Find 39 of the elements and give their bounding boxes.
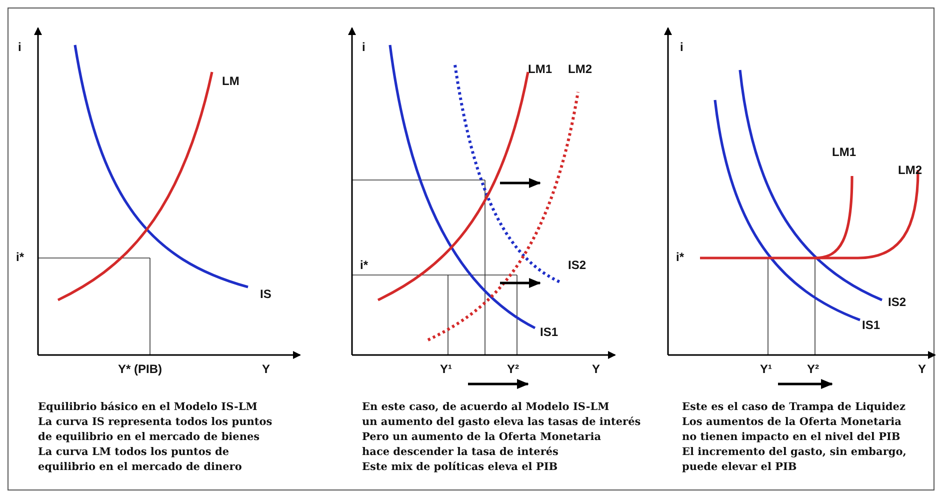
curve-label: IS2 bbox=[888, 295, 906, 309]
curve-label: LM bbox=[222, 74, 240, 88]
curve-label: IS1 bbox=[862, 318, 880, 332]
caption-line: La curva IS representa todos los puntos bbox=[38, 415, 272, 429]
axis-label: Y bbox=[592, 362, 600, 376]
caption-line: En este caso, de acuerdo al Modelo IS-LM bbox=[362, 400, 610, 414]
axis-label: Y bbox=[262, 362, 270, 376]
axis-label: Y¹ bbox=[440, 362, 452, 376]
curve-label: LM1 bbox=[528, 62, 552, 76]
curve-label: IS2 bbox=[568, 258, 586, 272]
curve-label: LM1 bbox=[832, 145, 856, 159]
caption-line: no tienen impacto en el nivel del PIB bbox=[682, 430, 900, 444]
caption-line: Este es el caso de Trampa de Liquidez bbox=[682, 400, 906, 414]
curve-label: IS1 bbox=[540, 325, 558, 339]
axis-label: Y¹ bbox=[760, 362, 772, 376]
caption-line: un aumento del gasto eleva las tasas de interés bbox=[362, 415, 641, 429]
axis-label: Y² bbox=[807, 362, 819, 376]
curve-label: IS bbox=[260, 287, 272, 301]
curve-label: LM2 bbox=[898, 163, 922, 177]
axis-label: i bbox=[680, 40, 684, 54]
caption-line: equilibrio en el mercado de dinero bbox=[38, 460, 242, 474]
axis-label: Y bbox=[918, 362, 926, 376]
caption-line: puede elevar el PIB bbox=[682, 460, 797, 474]
caption-line: El incremento del gasto, sin embargo, bbox=[682, 445, 906, 459]
axis-label: Y² bbox=[507, 362, 519, 376]
axis-label: Y* (PIB) bbox=[118, 362, 162, 376]
caption-line: Pero un aumento de la Oferta Monetaria bbox=[362, 430, 602, 444]
caption-line: Los aumentos de la Oferta Monetaria bbox=[682, 415, 902, 429]
caption-line: hace descender la tasa de interés bbox=[362, 445, 558, 459]
caption-line: La curva LM todos los puntos de bbox=[38, 445, 229, 459]
caption-line: de equilibrio en el mercado de bienes bbox=[38, 430, 260, 444]
axis-label: i* bbox=[360, 258, 368, 272]
caption-line: Equilibrio básico en el Modelo IS-LM bbox=[38, 400, 258, 414]
axis-label: i bbox=[18, 40, 22, 54]
axis-label: i* bbox=[676, 250, 684, 264]
axis-label: i bbox=[362, 40, 366, 54]
curve-label: LM2 bbox=[568, 62, 592, 76]
axis-label: i* bbox=[16, 250, 24, 264]
caption-line: Este mix de políticas eleva el PIB bbox=[362, 460, 558, 474]
